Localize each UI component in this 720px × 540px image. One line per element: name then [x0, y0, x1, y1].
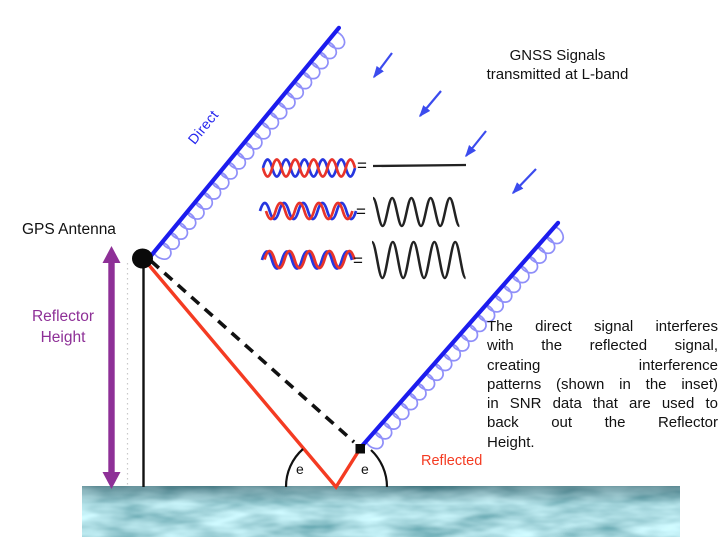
paragraph-line: creating interference [487, 356, 718, 374]
interference-row-partial-offset [258, 196, 461, 228]
equals-sign-row1: = [357, 156, 367, 175]
antenna-dot [132, 248, 153, 269]
gps-antenna-label: GPS Antenna [22, 221, 116, 238]
incoming-wavefront-arrows [373, 52, 537, 195]
direct-signal-ray [150, 28, 350, 267]
paragraph-line: The direct signal interferes [487, 318, 718, 335]
wavefront-arrow-3 [465, 130, 487, 158]
interference-row-out-of-phase [261, 158, 467, 178]
gnss-caption-line1: GNSS Signals [509, 47, 606, 64]
wavefront-arrow-2 [419, 90, 442, 118]
arrowhead-down [102, 472, 121, 489]
paragraph-line: patterns (shown in the inset) [487, 375, 718, 393]
paragraph-line: with the reflected signal, [487, 337, 718, 355]
row3-result-wave [370, 240, 467, 280]
row1-red-wave [261, 158, 357, 178]
reflected-signal-path [146, 262, 360, 490]
row1-result-flat-line [372, 163, 467, 168]
reflector-height-line1: Reflector [31, 308, 95, 325]
equals-sign-row2: = [356, 202, 366, 221]
reflector-height-arrow [102, 246, 121, 489]
interference-row-in-phase [260, 240, 467, 280]
reflector-height-label: Reflector Height [16, 306, 110, 348]
wavefront-arrow-4 [511, 168, 537, 195]
water-surface [82, 486, 680, 537]
row3-red-wave [263, 249, 356, 270]
elevation-angle-label-right: e [361, 461, 369, 477]
dashed-path-line [149, 259, 356, 444]
row2-result-wave [371, 196, 461, 228]
elevation-angle-arc-right [370, 449, 389, 488]
reflected-signal-label: Reflected [421, 453, 483, 469]
elevation-angle-label-left: e [296, 461, 304, 477]
gnss-caption-line2: transmitted at L-band [486, 66, 629, 83]
reflector-height-line2: Height [40, 329, 86, 346]
row2-red-wave [264, 201, 354, 221]
wavefront-arrow-1 [373, 52, 393, 79]
equals-sign-row3: = [353, 251, 363, 270]
elevation-angle-arc-left [284, 448, 304, 488]
reflection-point-square [355, 444, 365, 454]
paragraph-line: back out the Reflector [487, 414, 718, 432]
arrowhead-up [102, 246, 121, 263]
gnss-signals-caption: GNSS Signals transmitted at L-band [450, 46, 665, 84]
paragraph-line: Height. [487, 433, 535, 451]
explanation-paragraph: The direct signal interferes with the re… [487, 317, 718, 452]
paragraph-line: in SNR data that are used to [487, 395, 718, 413]
